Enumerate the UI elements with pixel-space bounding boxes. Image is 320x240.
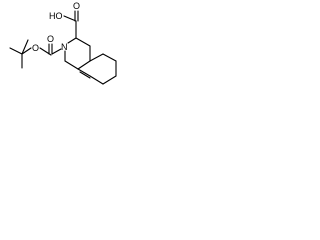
bond-c8a-c8-double <box>79 71 91 79</box>
bond-c7-c8 <box>102 75 117 85</box>
bond-n2-ccarbamate <box>51 48 62 55</box>
carbamate-ester-oxygen-label: O <box>32 43 39 53</box>
hydroxyl-label: HO <box>49 11 63 21</box>
bond-c4a-c5 <box>89 53 104 62</box>
bond-c4a-c8a <box>77 60 91 70</box>
bond-cquat-me3 <box>21 39 29 55</box>
carboxylic-acid-group: HO O <box>49 1 80 39</box>
bond-n2-c3 <box>67 37 77 44</box>
nitrogen-label: N <box>61 42 68 52</box>
boc-group: O O <box>9 34 62 69</box>
bond-ccarbamate-oester <box>39 47 52 56</box>
bond-c5-c6 <box>102 53 117 62</box>
carbamate-carbonyl-oxygen-label: O <box>47 34 54 44</box>
bond-c8-c8a <box>89 75 104 85</box>
bond-c8a-c8 <box>77 68 91 77</box>
chemical-structure-diagram: HO O N O O <box>9 1 117 85</box>
bond-cquat-me1 <box>9 47 23 55</box>
cyclohexene-ring <box>77 53 117 85</box>
acid-carbonyl-oxygen-label: O <box>73 1 80 11</box>
bond-c8a-c1 <box>64 60 79 70</box>
bond-c3-c4 <box>75 37 91 47</box>
bond-oester-cquat <box>21 47 32 55</box>
bond-cacid-oh <box>63 15 77 22</box>
piperidine-ring: N <box>61 37 91 70</box>
